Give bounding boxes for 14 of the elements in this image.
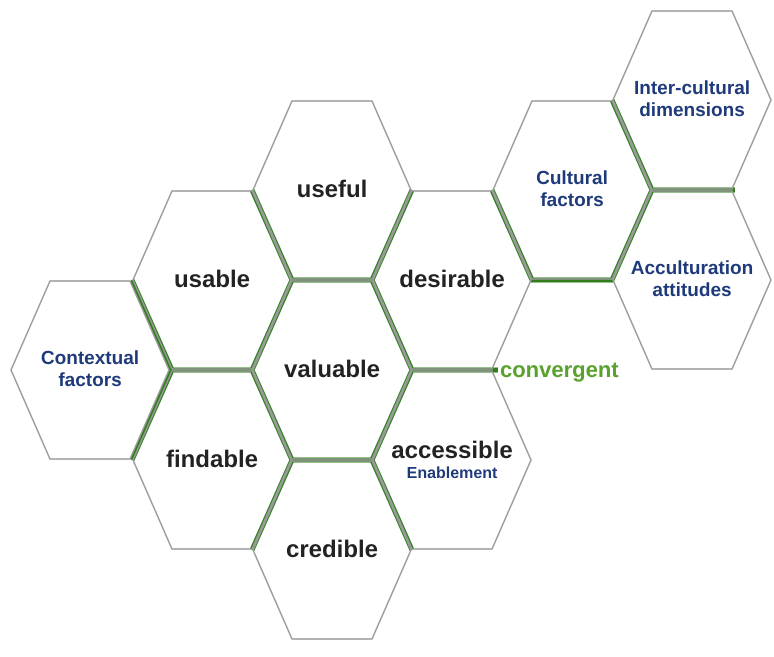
cell-label: valuable [284, 356, 380, 384]
annotation-text: convergent [500, 357, 619, 383]
sub-label: Enablement [406, 464, 498, 483]
cell-label: Inter-cultural dimensions [632, 78, 752, 122]
cell-label: Contextual factors [40, 348, 140, 392]
cell-label: findable [166, 446, 258, 474]
cell-label: desirable [399, 266, 505, 294]
cell-label: usable [174, 266, 250, 294]
cell-label: accessible [391, 437, 513, 465]
cell-label: credible [286, 536, 378, 564]
hexagon-cell [612, 10, 772, 190]
cell-label: useful [296, 176, 368, 204]
cell-label: Cultural factors [535, 168, 609, 212]
cell-label: Acculturation attitudes [630, 258, 754, 302]
